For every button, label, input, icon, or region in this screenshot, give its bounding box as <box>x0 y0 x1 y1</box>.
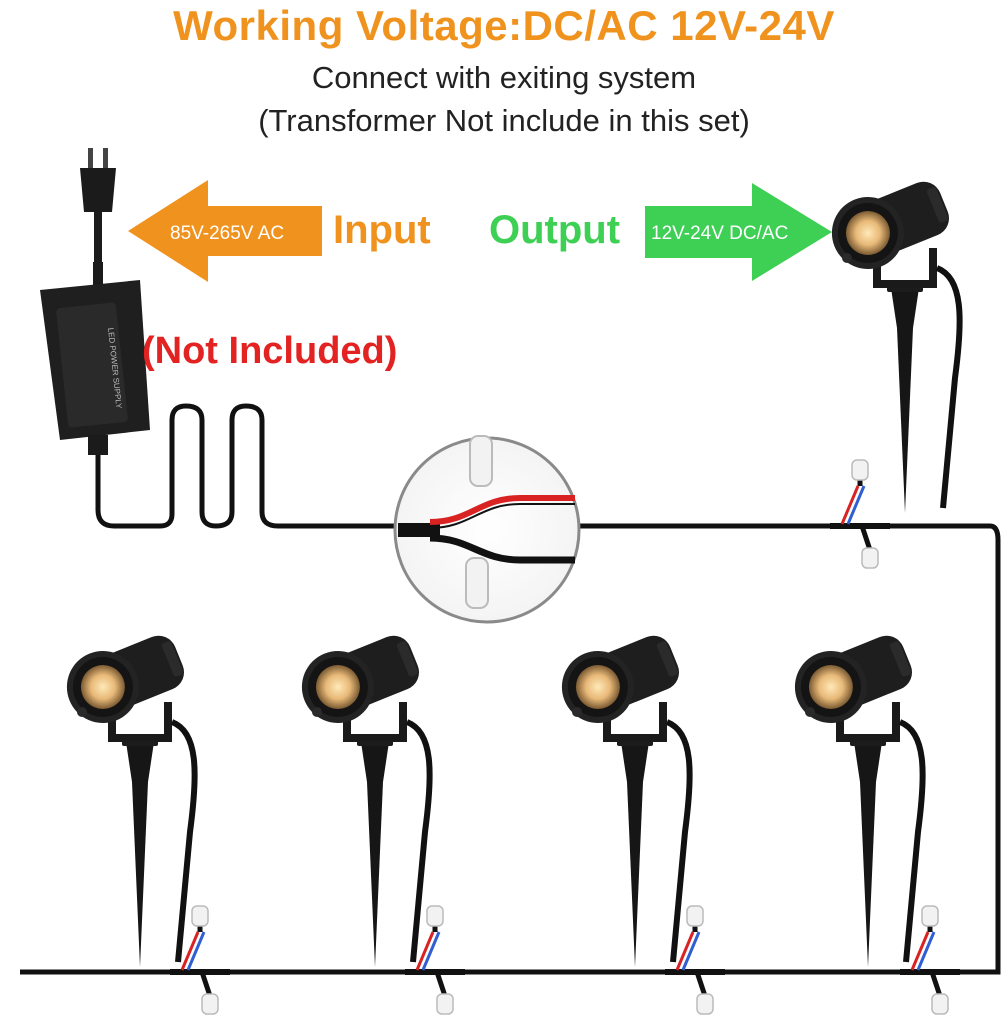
not-included-note: (Not Included) <box>142 330 398 372</box>
output-arrow-text: 12V-24V DC/AC <box>651 223 789 244</box>
subtitle-line-2: (Transformer Not include in this set) <box>258 103 750 138</box>
input-arrow-text: 85V-265V AC <box>170 223 285 244</box>
output-arrow <box>645 183 832 281</box>
subtitle-line-1: Connect with exiting system <box>311 60 697 95</box>
spotlight-3 <box>551 623 690 967</box>
spotlight-top <box>821 169 960 513</box>
input-label: Input <box>333 208 431 252</box>
output-label: Output <box>489 208 621 252</box>
connector-magnifier <box>393 435 581 624</box>
input-arrow <box>128 180 322 282</box>
spotlight-1 <box>56 623 195 967</box>
page-title: Working Voltage:DC/AC 12V-24V <box>173 2 835 49</box>
power-plug <box>80 148 116 300</box>
spotlight-4 <box>784 623 923 967</box>
spotlight-2 <box>291 623 430 967</box>
main-cable <box>20 403 1001 975</box>
transformer: LED POWER SUPPLY <box>40 280 150 455</box>
